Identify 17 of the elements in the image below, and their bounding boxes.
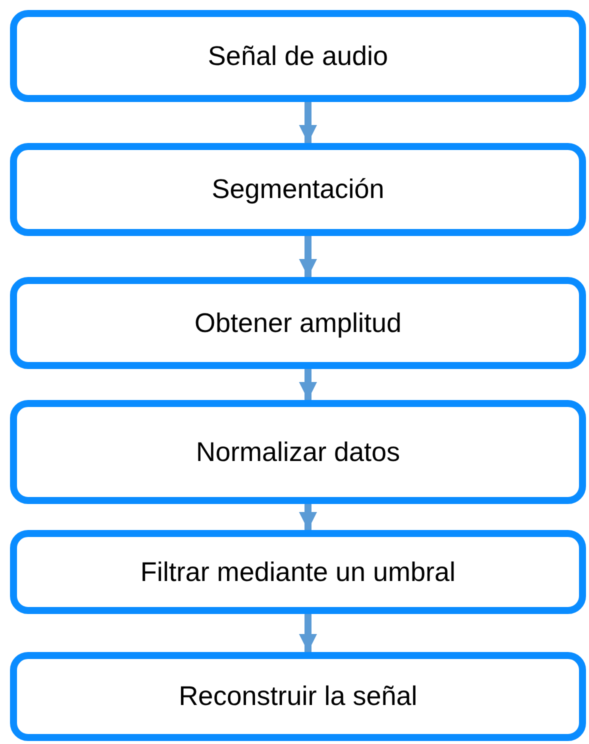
arrow — [298, 504, 318, 530]
box-label: Reconstruir la señal — [178, 680, 418, 714]
arrow — [298, 102, 318, 143]
process-box — [10, 530, 586, 614]
box-label: Obtener amplitud — [194, 306, 402, 340]
process-box — [10, 10, 586, 102]
process-box — [10, 652, 586, 741]
process-box — [10, 400, 586, 504]
process-box — [10, 143, 586, 236]
arrow — [298, 369, 318, 400]
box-label: Segmentación — [212, 173, 384, 206]
arrow — [298, 614, 318, 652]
box-label: Normalizar datos — [196, 436, 400, 469]
arrow — [298, 236, 318, 277]
process-box — [10, 277, 586, 369]
box-label: Señal de audio — [208, 40, 388, 73]
box-label: Filtrar mediante un umbral — [140, 556, 456, 589]
